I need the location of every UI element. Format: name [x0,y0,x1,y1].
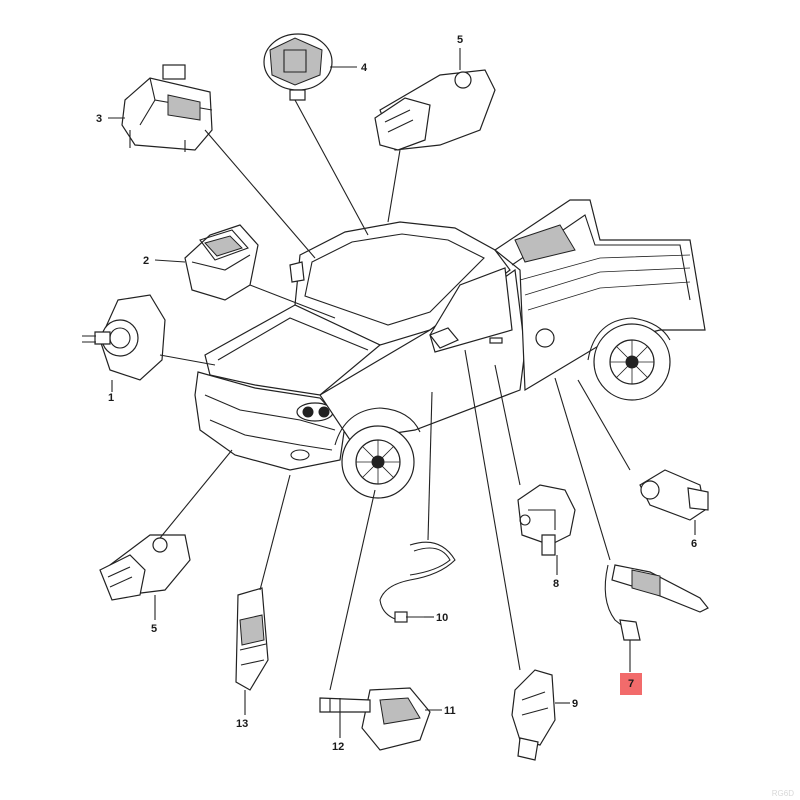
part-4-sensor [263,33,333,101]
callout-3: 3 [96,113,103,125]
callout-7-highlighted: 7 [620,673,642,695]
callout-5-bottom: 5 [151,623,158,635]
callout-9: 9 [572,698,579,710]
part-9-sensor [511,669,556,761]
callout-6: 6 [691,538,698,550]
callout-5-top: 5 [457,34,464,46]
part-6-sensor [639,469,709,521]
callout-12: 12 [332,741,345,753]
watermark: RG6D [771,789,794,798]
part-8-sensor [517,484,576,556]
callout-10: 10 [436,612,449,624]
callout-13: 13 [236,718,249,730]
part-10-harness [379,541,456,623]
part-7-sensor [604,564,709,641]
part-5-bottom-sensor [99,534,191,601]
pickup-truck [194,199,706,499]
part-13-sensor [235,587,269,691]
callout-2: 2 [143,255,150,267]
part-3-module [121,64,213,152]
callout-8: 8 [553,578,560,590]
leader-lines [108,48,696,738]
callout-1: 1 [108,392,115,404]
part-11-12-sensor [319,687,431,751]
callout-11: 11 [444,705,456,717]
part-1-switch [82,294,166,381]
part-2-sensor [184,224,259,301]
part-5-top-sensor [374,69,496,151]
callout-4: 4 [361,62,368,74]
